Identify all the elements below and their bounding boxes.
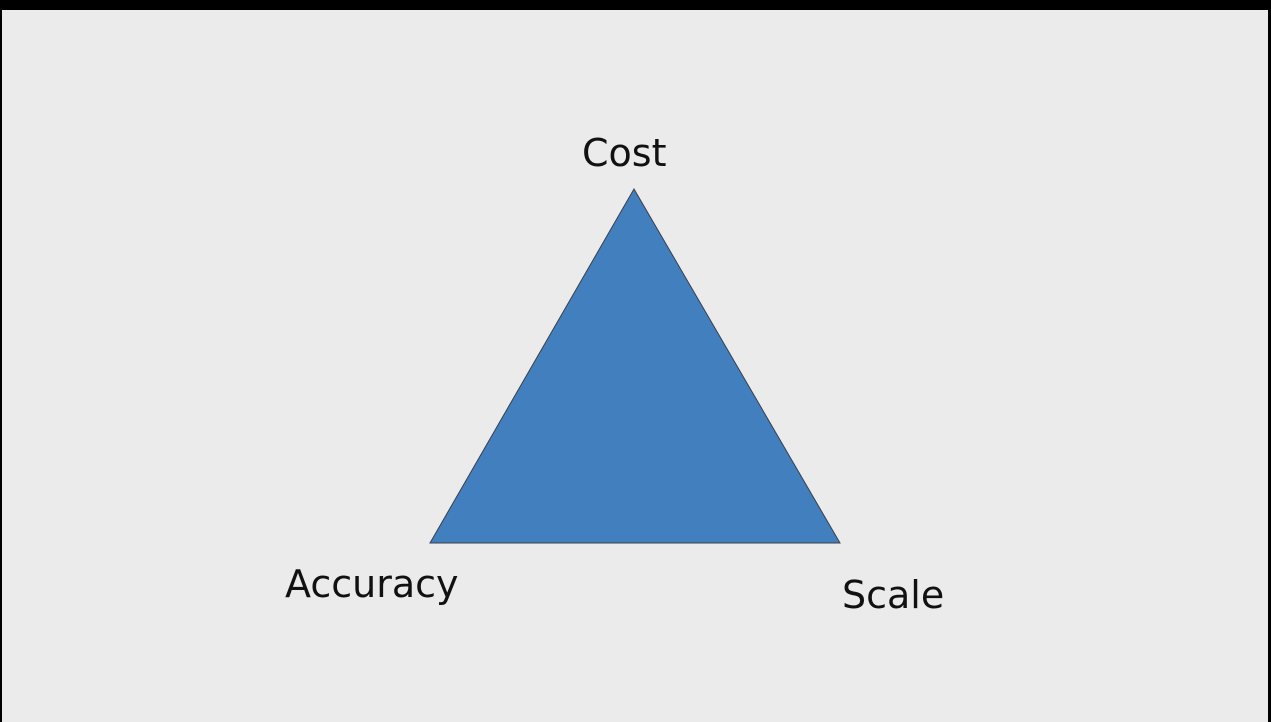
vertex-label-cost: Cost bbox=[582, 131, 667, 175]
top-black-bar bbox=[0, 0, 1271, 10]
triangle-shape bbox=[429, 188, 841, 544]
vertex-label-scale: Scale bbox=[842, 573, 945, 617]
vertex-label-accuracy: Accuracy bbox=[285, 562, 459, 606]
